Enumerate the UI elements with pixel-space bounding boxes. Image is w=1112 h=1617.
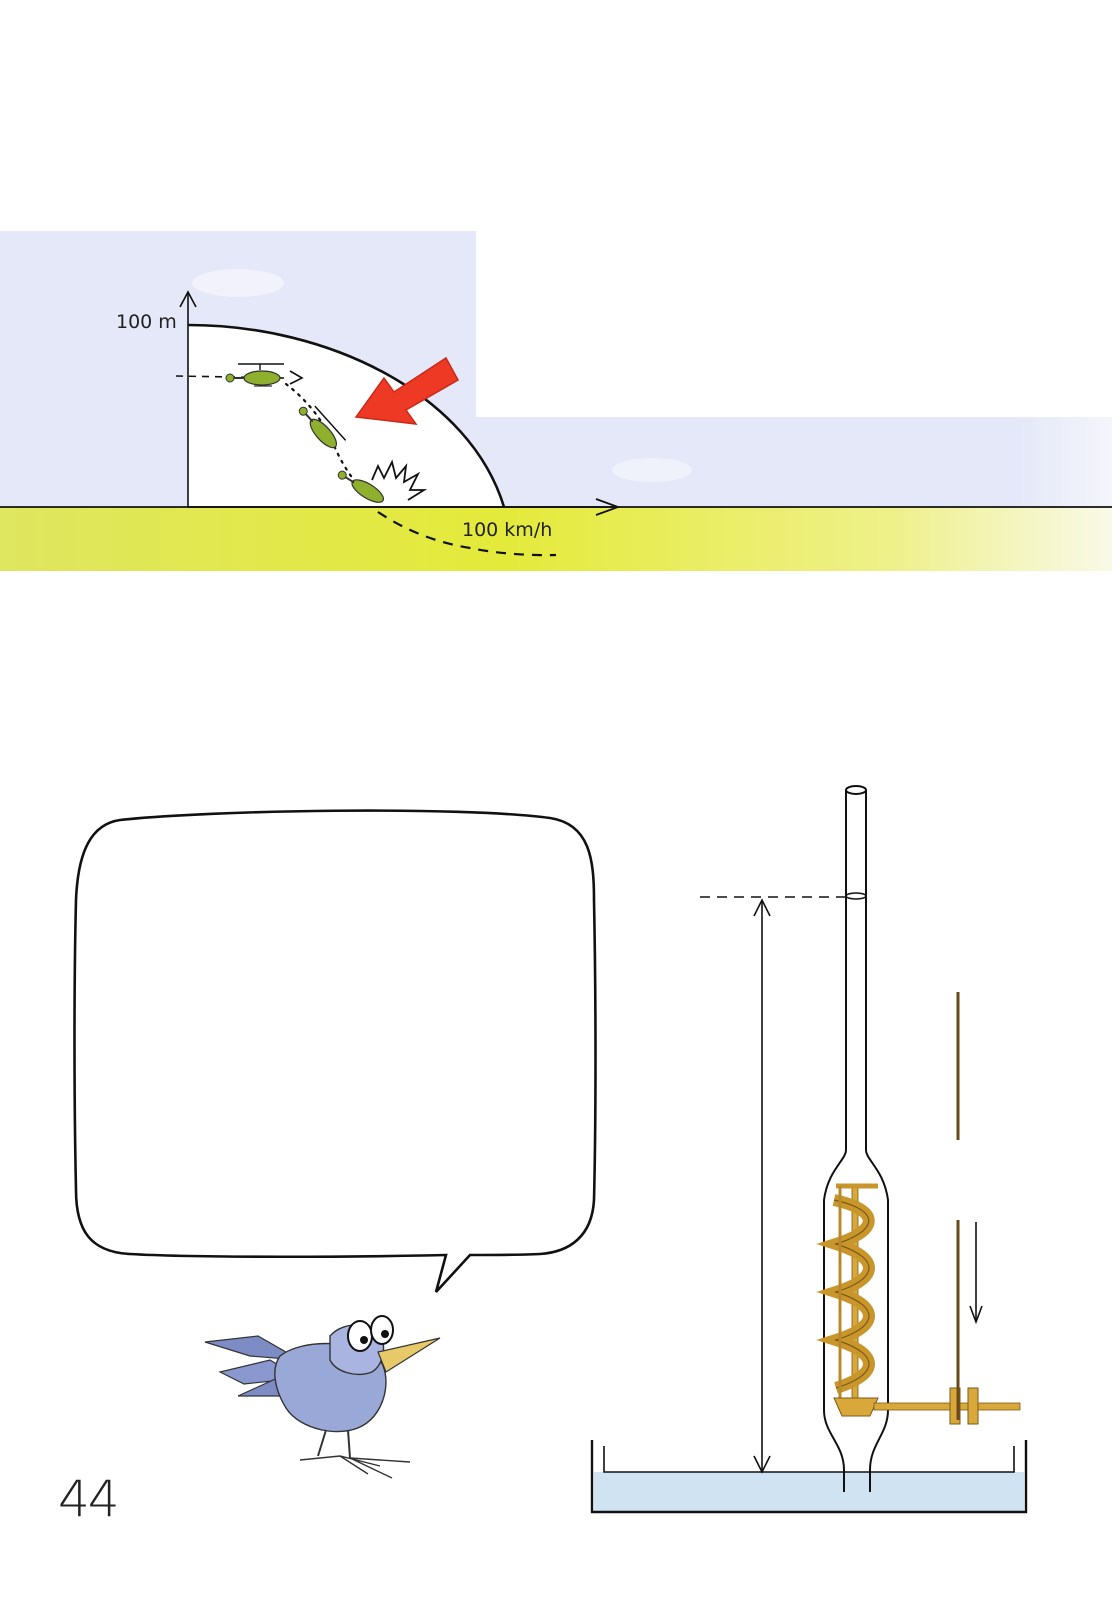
- height-label: 100 m: [116, 311, 177, 333]
- helicopter-icon: [337, 470, 385, 503]
- page-number: 44: [58, 1470, 120, 1528]
- danger-zone-arrow-icon: [354, 356, 460, 425]
- helicopter-fall-diagram: [0, 231, 1112, 571]
- helicopter-icon: [298, 405, 347, 449]
- grass-band: [0, 507, 1112, 571]
- speed-label: 100 km/h: [462, 519, 553, 541]
- speech-bubble: [73, 809, 597, 1293]
- screw-pump-icon: [590, 785, 1028, 1514]
- safe-zone-area: [188, 325, 504, 507]
- crash-burst-icon: [371, 459, 428, 501]
- helicopter-icon: [225, 363, 284, 387]
- bird-icon: [204, 1315, 441, 1479]
- water-tray: [594, 1472, 1024, 1512]
- sky-panel-right: [476, 417, 1112, 507]
- safe-zone-boundary: [187, 323, 506, 508]
